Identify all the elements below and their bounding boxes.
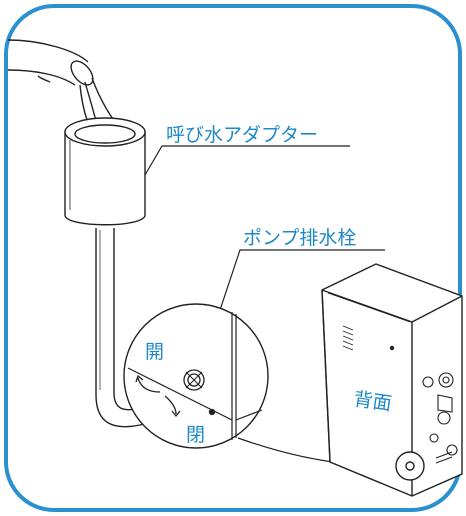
back-label: 背面 (352, 388, 393, 415)
zoom-circle (123, 303, 269, 449)
adapter-label: 呼び水アダプター (166, 124, 318, 146)
close-label: 閉 (186, 424, 205, 446)
priming-adapter (64, 117, 146, 226)
drain-plug-label: ポンプ排水栓 (243, 227, 356, 249)
open-label: 開 (145, 341, 164, 363)
heater-unit (321, 263, 463, 497)
frame-border (4, 4, 462, 512)
rotation-arrows (135, 374, 181, 418)
drain-valve (183, 369, 216, 416)
